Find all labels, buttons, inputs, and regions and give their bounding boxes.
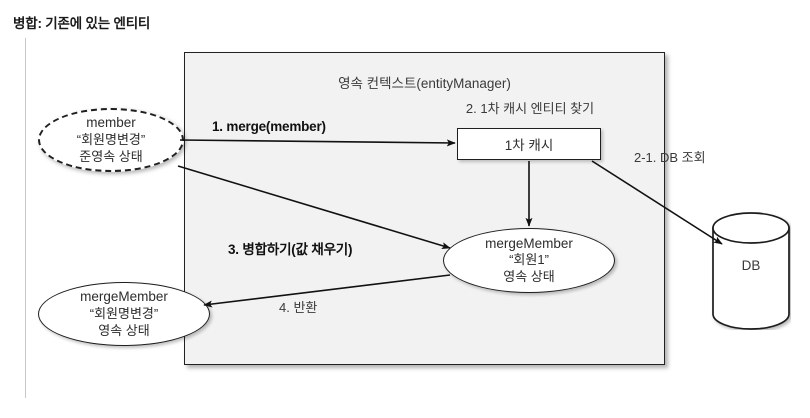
first-cache-box-label: 1차 캐시 [504,138,554,153]
node-merge-member-managed: mergeMember “회원1” 영속 상태 [443,228,615,293]
node-merge-member-returned-state: 영속 상태 [98,322,150,338]
edge-label-return: 4. 반환 [279,300,318,315]
database-label: DB [741,258,761,273]
edge-label-merge-call: 1. merge(member) [212,119,326,134]
node-merge-member-managed-state: 영속 상태 [503,269,555,285]
node-member-detached-value: “회원명변경” [76,131,146,147]
node-merge-member-managed-value: “회원1” [509,252,549,268]
node-merge-member-managed-name: mergeMember [485,235,573,251]
node-member-detached: member “회원명변경” 준영속 상태 [38,108,184,172]
node-merge-member-returned: mergeMember “회원명변경” 영속 상태 [38,282,210,346]
persistence-context-label: 영속 컨텍스트(entityManager) [338,76,511,91]
first-cache-caption: 2. 1차 캐시 엔티티 찾기 [465,101,595,116]
first-cache-box: 1차 캐시 [457,128,601,160]
node-merge-member-returned-name: mergeMember [80,289,168,305]
node-merge-member-returned-value: “회원명변경” [89,305,159,321]
left-margin-rule [25,38,26,398]
edge-label-merge-fill: 3. 병합하기(값 채우기) [228,242,353,257]
edge-label-db-query: 2-1. DB 조회 [634,150,706,165]
database-cylinder-icon [712,212,790,330]
page-title: 병합: 기존에 있는 엔티티 [13,16,151,31]
node-member-detached-name: member [86,115,136,131]
node-member-detached-state: 준영속 상태 [79,148,143,164]
